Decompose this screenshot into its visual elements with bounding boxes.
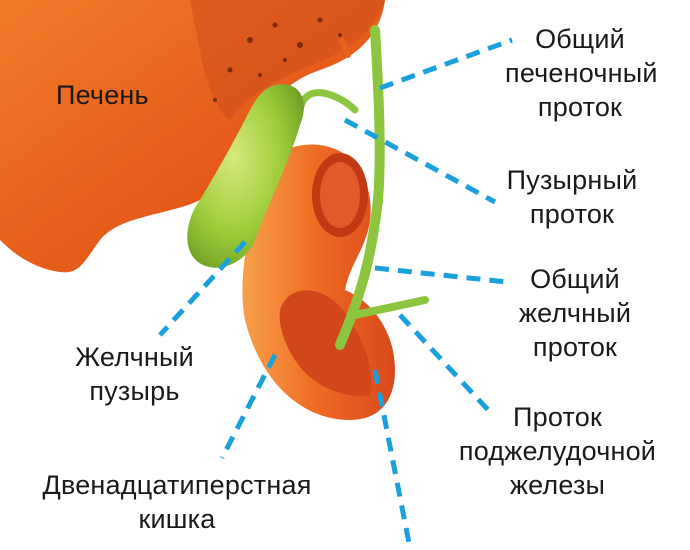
label-pancreatic-duct: Проток поджелудочной железы — [440, 400, 675, 502]
label-common-bile-duct: Общий желчный проток — [500, 262, 650, 364]
label-common-hepatic-duct: Общий печеночный проток — [505, 22, 658, 124]
liver-lobe — [190, 0, 385, 120]
leader-common-bile — [374, 265, 508, 285]
leader-duodenum — [219, 353, 278, 460]
gallbladder-shape — [187, 84, 304, 268]
liver-spots — [213, 17, 342, 102]
label-line: проток — [529, 199, 615, 229]
label-line: Пузырный — [506, 165, 638, 195]
label-gallbladder: Желчный пузырь — [62, 340, 207, 408]
leader-gallbladder — [158, 240, 247, 337]
label-line: Общий — [530, 264, 620, 294]
label-cystic-duct: Пузырный проток — [497, 163, 647, 231]
label-line: Двенадцатиперстная — [42, 470, 312, 500]
duodenum-inner-wall — [279, 290, 372, 396]
label-line: Желчный — [75, 342, 194, 372]
label-line: проток — [537, 92, 623, 122]
label-line: железы — [509, 470, 606, 500]
label-line: кишка — [138, 504, 216, 534]
label-line: проток — [532, 332, 618, 362]
label-liver: Печень — [56, 80, 149, 110]
leader-lines — [158, 37, 513, 549]
leader-cystic — [343, 117, 497, 205]
label-line: Проток — [513, 402, 602, 432]
label-line: поджелудочной — [458, 436, 657, 466]
label-line: Общий — [535, 24, 625, 54]
label-duodenum: Двенадцатиперстная кишка — [22, 468, 332, 536]
leader-bottom — [372, 369, 413, 549]
leader-pancreatic — [398, 313, 492, 414]
label-line: печеночный — [505, 58, 658, 88]
label-line: желчный — [518, 298, 632, 328]
leader-common-hepatic — [379, 37, 513, 91]
label-line: пузырь — [89, 376, 180, 406]
